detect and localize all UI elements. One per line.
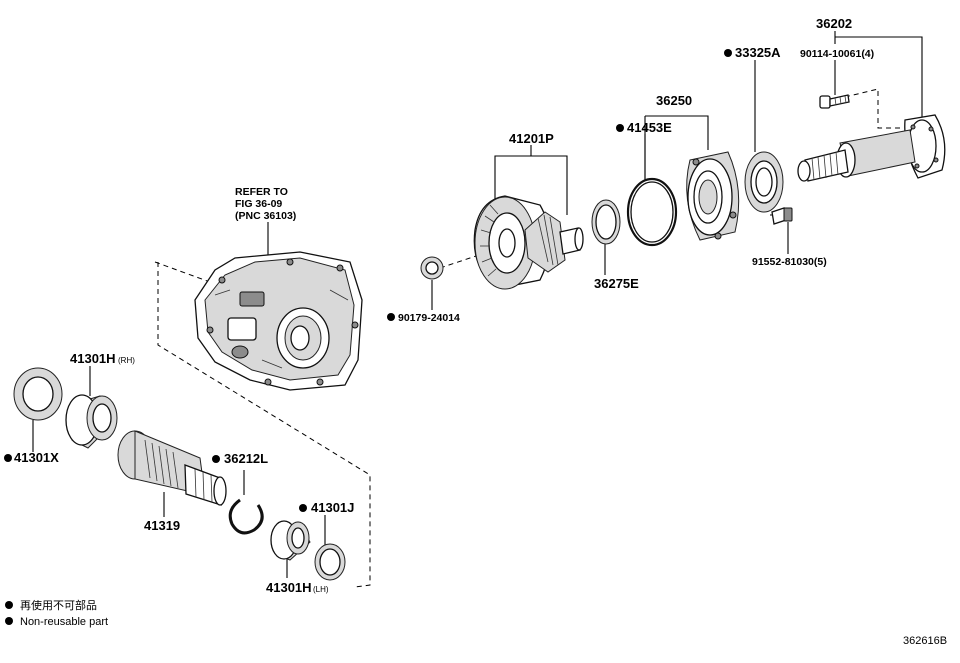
label-refer-1: REFER TO [235,186,288,198]
label-refer-3: (PNC 36103) [235,210,296,222]
label-36212L: 36212L [224,451,268,466]
legend-text-en: Non-reusable part [20,616,108,628]
dot-41453E [616,124,624,132]
dot-41301X [4,454,12,462]
legend: 再使用不可部品 Non-reusable part [20,598,108,628]
legend-dot-1 [5,601,13,609]
bearing-retainer-36250 [686,151,740,241]
shaft-41319 [117,430,227,506]
part-labels: 36202 33325A 90114-10061(4) 36250 41453E… [14,16,874,595]
bolt-90114 [819,94,850,109]
label-36202: 36202 [816,16,852,31]
figure-reference: 362616B [903,635,947,647]
ring-gear-41201P [473,195,584,290]
non-reusable-markers [4,49,732,625]
legend-text-jp: 再使用不可部品 [20,598,97,612]
label-41301H-lh: 41301H [266,580,312,595]
transfer-case-housing [194,251,363,391]
legend-dot-2 [5,617,13,625]
label-36275E: 36275E [594,276,639,291]
leader-lines [32,31,923,578]
bearing-41301H-rh [65,394,118,449]
nut-90179 [420,256,444,280]
dot-41301J [299,504,307,512]
label-41453E: 41453E [627,120,672,135]
label-41301J: 41301J [311,500,354,515]
label-41301H-rh: 41301H [70,351,116,366]
label-90179: 90179-24014 [398,312,460,324]
label-41301H-lh-side: (LH) [313,585,329,594]
label-41301X: 41301X [14,450,59,465]
oil-seal-33325A [744,151,784,213]
label-33325A: 33325A [735,45,781,60]
dot-33325A [724,49,732,57]
dot-36212L [212,455,220,463]
shim-36275E [591,199,621,245]
label-41319: 41319 [144,518,180,533]
washer-41301X [13,367,63,421]
bolt-91552 [771,207,793,225]
bearing-41301H-lh [270,520,311,561]
label-41201P: 41201P [509,131,554,146]
label-90114: 90114-10061(4) [800,48,874,60]
flange-shaft-36202 [797,114,946,182]
label-41301H-rh-side: (RH) [118,356,135,365]
dot-90179 [387,313,395,321]
o-ring-41453E [626,177,678,247]
label-36250: 36250 [656,93,692,108]
label-refer-2: FIG 36-09 [235,198,282,210]
washer-41301J [314,543,346,581]
label-91552: 91552-81030(5) [752,256,827,268]
snap-ring-36212L [228,498,264,535]
